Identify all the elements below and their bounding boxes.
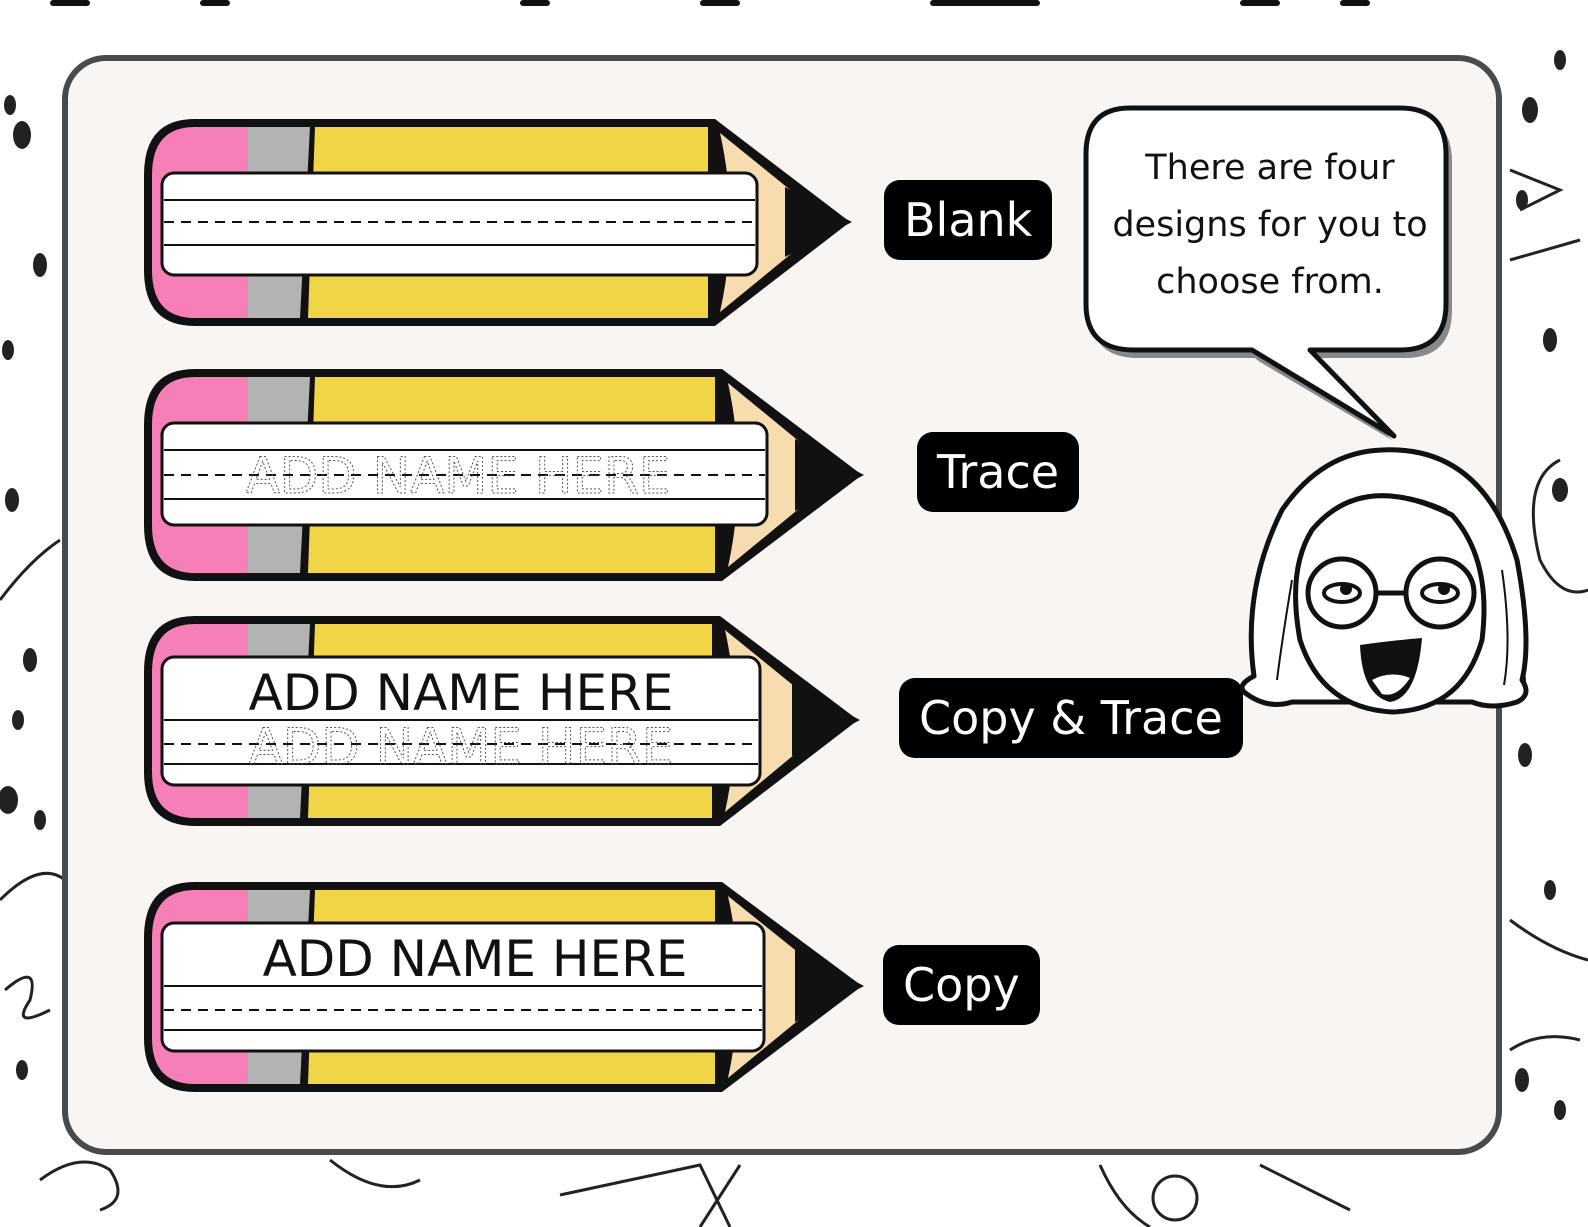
- label-trace: Trace: [917, 432, 1080, 512]
- doodle-lines: [0, 168, 1588, 1227]
- pencil-lead: [792, 684, 860, 756]
- pencil-copy-design: ADD NAME HERE: [144, 882, 864, 1092]
- speech-bubble-text: There are four designs for you to choose…: [1095, 140, 1445, 311]
- top-strip-marks: [50, 0, 1370, 6]
- copy-text: ADD NAME HERE: [263, 930, 688, 988]
- label-copy-trace: Copy & Trace: [899, 678, 1243, 758]
- label-blank: Blank: [884, 180, 1053, 260]
- polka-dots: [0, 50, 1568, 1120]
- label-copy: Copy: [883, 945, 1040, 1025]
- copy-text: ADD NAME HERE: [249, 664, 674, 722]
- right-eye: [1420, 582, 1460, 604]
- trace-text: ADD NAME HERE: [249, 718, 674, 776]
- pencil-blank-design: [144, 119, 852, 326]
- face: [1293, 493, 1487, 715]
- bubble-line: designs for you to: [1112, 205, 1428, 245]
- open-mouth: [1360, 638, 1422, 702]
- trace-text: ADD NAME HERE: [246, 447, 671, 505]
- left-eye: [1322, 582, 1362, 604]
- pencil-copy-trace-design: ADD NAME HERE ADD NAME HERE: [144, 616, 860, 826]
- bubble-line: choose from.: [1156, 262, 1384, 302]
- speech-bubble: [1083, 105, 1452, 440]
- teacher-cartoon-icon: [1239, 447, 1529, 715]
- pencil-lead: [795, 439, 864, 511]
- bubble-line: There are four: [1145, 148, 1395, 188]
- pencil-lead: [785, 187, 852, 257]
- name-strip: [160, 171, 759, 277]
- pencil-lead: [795, 950, 864, 1022]
- hair-strands: [1276, 494, 1509, 686]
- pencil-trace-design: ADD NAME HERE: [144, 369, 864, 581]
